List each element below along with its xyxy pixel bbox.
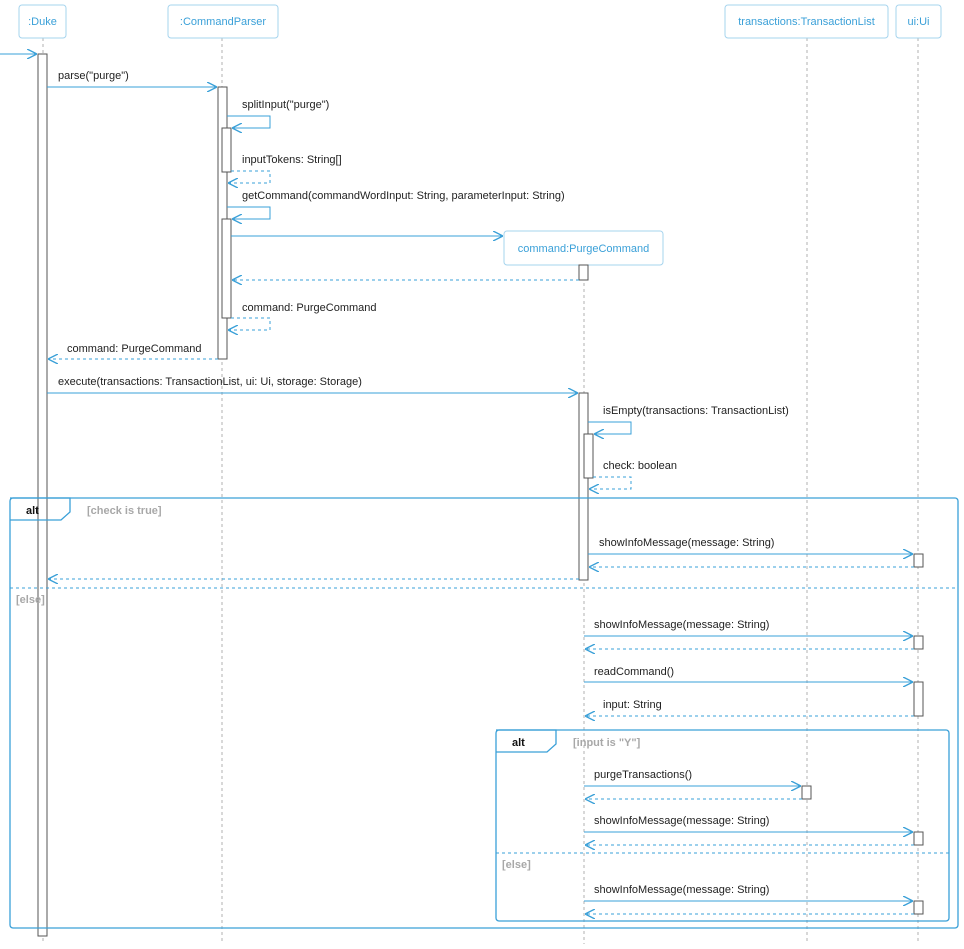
participant-purge-command[interactable]: command:PurgeCommand <box>503 230 664 266</box>
activation-parser-split <box>221 127 232 173</box>
alt-else-label: [else] <box>16 594 45 606</box>
message-label: check: boolean <box>603 460 677 472</box>
activation-ui-3 <box>913 681 924 717</box>
message-label: showInfoMessage(message: String) <box>594 815 769 827</box>
alt-else-label: [else] <box>502 859 531 871</box>
participant-label: transactions:TransactionList <box>738 16 875 28</box>
participant-command-parser[interactable]: :CommandParser <box>167 4 279 39</box>
activation-purge-exec <box>578 392 589 581</box>
activation-purge-init <box>578 264 589 281</box>
message-label: command: PurgeCommand <box>67 343 202 355</box>
activation-parser-get <box>221 218 232 319</box>
activation-ui-5 <box>913 900 924 915</box>
messages <box>0 54 914 914</box>
participant-ui[interactable]: ui:Ui <box>895 4 942 39</box>
message-get-command-arrow <box>227 206 271 219</box>
activation-duke <box>37 53 48 937</box>
participant-transaction-list[interactable]: transactions:TransactionList <box>724 4 889 39</box>
message-label: input: String <box>603 699 662 711</box>
activations <box>37 53 924 937</box>
lifelines <box>42 38 919 944</box>
activation-ui-1 <box>913 553 924 568</box>
activation-txlist <box>801 785 812 800</box>
alt-operator-label: alt <box>26 505 39 517</box>
message-labels: parse("purge") splitInput("purge") input… <box>58 70 789 896</box>
return-command-inner-arrow <box>228 317 271 330</box>
message-label: isEmpty(transactions: TransactionList) <box>603 405 789 417</box>
message-label: command: PurgeCommand <box>242 302 377 314</box>
message-label: showInfoMessage(message: String) <box>594 619 769 631</box>
message-label: getCommand(commandWordInput: String, par… <box>242 190 565 202</box>
participant-label: :Duke <box>28 16 57 28</box>
message-label: splitInput("purge") <box>242 99 329 111</box>
message-label: showInfoMessage(message: String) <box>594 884 769 896</box>
participant-label: ui:Ui <box>907 16 929 28</box>
return-check-arrow <box>589 476 632 489</box>
alt-fragment-outer: alt [check is true] [else] <box>9 497 959 929</box>
message-label: purgeTransactions() <box>594 769 692 781</box>
alt-fragment-inner: alt [input is "Y"] [else] <box>495 729 950 922</box>
participant-label: :CommandParser <box>180 16 267 28</box>
message-label: inputTokens: String[] <box>242 154 342 166</box>
return-input-tokens-arrow <box>228 170 271 183</box>
participant-label: command:PurgeCommand <box>518 243 649 255</box>
message-label: readCommand() <box>594 666 674 678</box>
message-label: parse("purge") <box>58 70 129 82</box>
message-label: showInfoMessage(message: String) <box>599 537 774 549</box>
activation-ui-2 <box>913 635 924 650</box>
alt-guard-label: [input is "Y"] <box>573 737 641 749</box>
activation-purge-empty <box>583 433 594 479</box>
alt-operator-label: alt <box>512 737 525 749</box>
message-label: execute(transactions: TransactionList, u… <box>58 376 362 388</box>
activation-ui-4 <box>913 831 924 846</box>
participant-duke[interactable]: :Duke <box>18 4 67 39</box>
message-is-empty-arrow <box>588 421 632 434</box>
alt-guard-label: [check is true] <box>87 505 162 517</box>
message-split-input-arrow <box>227 115 271 128</box>
